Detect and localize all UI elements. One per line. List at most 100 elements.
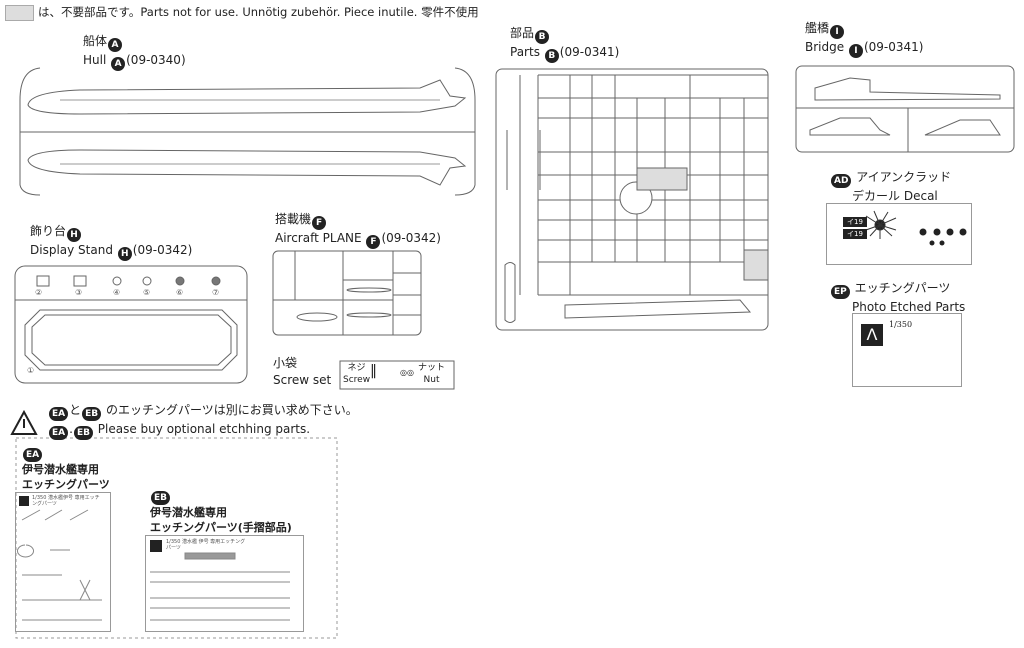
stand-part-5: ⑤ <box>143 288 151 297</box>
unused-parts-note: は、不要部品です。Parts not for use. Unnötig zube… <box>38 5 479 19</box>
hull-badge-en: A <box>111 57 126 71</box>
stand-badge: H <box>67 228 82 242</box>
ea-sheet: 1/350 潜水艦伊号 専用エッチングパーツ <box>15 492 111 632</box>
decal-mark-1: イ19 <box>843 217 867 227</box>
parts-b-jp: 部品 <box>510 26 535 40</box>
decal-mark-2: イ19 <box>843 229 867 239</box>
decal-label: AD アイアンクラッド デカール Decal <box>830 169 951 205</box>
decal-sheet <box>826 203 972 265</box>
stand-part-7: ⑦ <box>212 288 220 297</box>
stand-part-2: ② <box>35 288 43 297</box>
display-stand-drawing <box>14 265 248 384</box>
stand-badge-en: H <box>117 247 132 261</box>
stand-part-3: ③ <box>75 288 83 297</box>
hull-jp: 船体 <box>83 34 108 48</box>
etched-scale: 1/350 <box>889 320 913 329</box>
hull-sprue-drawing <box>19 67 476 196</box>
aircraft-sprue-drawing <box>272 250 422 336</box>
nut-item: ナット Nut <box>418 362 445 386</box>
warning-badge-ea: EA <box>49 407 69 421</box>
hull-badge: A <box>108 38 123 52</box>
stand-en: Display Stand <box>30 243 113 257</box>
parts-b-code: (09-0341) <box>559 45 620 59</box>
parts-b-en: Parts <box>510 45 540 59</box>
bridge-badge: I <box>830 25 845 39</box>
warning-badge-ea-en: EA <box>49 426 69 440</box>
stand-part-1: ① <box>27 366 35 375</box>
stand-part-4: ④ <box>113 288 121 297</box>
etched-en: Photo Etched Parts <box>852 300 966 314</box>
stand-part-6: ⑥ <box>176 288 184 297</box>
etched-sheet: Λ 1/350 <box>852 313 962 387</box>
ea-label: EA 伊号潜水艦専用 エッチングパーツ <box>22 444 110 492</box>
screw-en: Screw <box>343 375 371 385</box>
decal-jp1: アイアンクラッド <box>856 170 952 184</box>
stand-code: (09-0342) <box>132 243 193 257</box>
rising-sun-flag-decal <box>865 210 897 239</box>
warning-sep: . <box>69 422 73 436</box>
eb-badge: EB <box>151 491 171 505</box>
etched-jp: エッチングパーツ <box>854 281 951 295</box>
aircraft-badge-en: F <box>366 235 381 249</box>
bridge-sprue-drawing <box>795 65 1015 153</box>
eb-sheet-drawing <box>150 552 290 621</box>
optional-parts-box <box>15 437 338 639</box>
decal-dots <box>919 228 967 246</box>
warning-jp: のエッチングパーツは別にお買い求め下さい。 <box>105 403 358 417</box>
ea-sheet-title: 1/350 潜水艦伊号 専用エッチングパーツ <box>32 495 100 507</box>
bridge-en: Bridge <box>805 40 845 54</box>
stand-jp: 飾り台 <box>30 224 67 238</box>
screw-set-box <box>339 360 455 390</box>
aircraft-en: Aircraft PLANE <box>275 231 362 245</box>
unused-parts-swatch <box>5 5 34 21</box>
hull-code: (09-0340) <box>126 53 186 67</box>
ea-jp1: 伊号潜水艦専用 <box>22 463 99 476</box>
etched-label: EP エッチングパーツ Photo Etched Parts <box>830 280 965 316</box>
eb-sheet-title: 1/350 潜水艦 伊号 専用エッチングパーツ <box>166 539 246 551</box>
screw-set-jp: 小袋 <box>273 356 298 370</box>
ea-jp2: エッチングパーツ <box>22 478 110 491</box>
bridge-badge-en: I <box>848 44 863 58</box>
aoshima-logo: Λ <box>861 324 883 346</box>
ea-sheet-drawing <box>17 509 102 621</box>
nut-jp: ナット <box>418 363 446 373</box>
ea-badge: EA <box>23 448 43 462</box>
screw-set-en: Screw set <box>273 373 332 387</box>
eb-jp1: 伊号潜水艦専用 <box>150 506 227 519</box>
screw-item: ネジ Screw <box>343 362 370 386</box>
eb-label: EB 伊号潜水艦専用 エッチングパーツ(手摺部品) <box>150 487 292 535</box>
bridge-jp: 艦橋 <box>805 21 830 35</box>
decal-badge: AD <box>831 174 852 188</box>
nut-en: Nut <box>423 375 440 385</box>
parts-b-badge-en: B <box>544 49 559 63</box>
parts-b-badge: B <box>535 30 550 44</box>
decal-en: Decal <box>903 189 938 203</box>
warning-badge-eb-en: EB <box>73 426 93 440</box>
decal-jp2: デカール <box>852 189 901 203</box>
bridge-code: (09-0341) <box>863 40 924 54</box>
screw-set-label: 小袋 Screw set <box>273 355 331 389</box>
etched-badge: EP <box>831 285 850 299</box>
aircraft-code: (09-0342) <box>381 231 441 245</box>
nut-icon: ◎◎ <box>400 368 414 377</box>
warning-en: Please buy optional etchhing parts. <box>97 422 311 436</box>
screw-icon: ‖ <box>370 363 377 379</box>
warning-icon <box>10 409 38 435</box>
screw-jp: ネジ <box>347 363 366 373</box>
aircraft-badge: F <box>312 216 327 230</box>
aircraft-jp: 搭載機 <box>275 212 312 226</box>
eb-jp2: エッチングパーツ(手摺部品) <box>150 521 292 534</box>
hull-en: Hull <box>83 53 107 67</box>
warning-badge-eb: EB <box>82 407 102 421</box>
ea-logo <box>19 496 29 506</box>
eb-logo <box>150 540 162 552</box>
warning-conj: と <box>69 403 82 417</box>
eb-sheet: 1/350 潜水艦 伊号 専用エッチングパーツ <box>145 535 304 632</box>
